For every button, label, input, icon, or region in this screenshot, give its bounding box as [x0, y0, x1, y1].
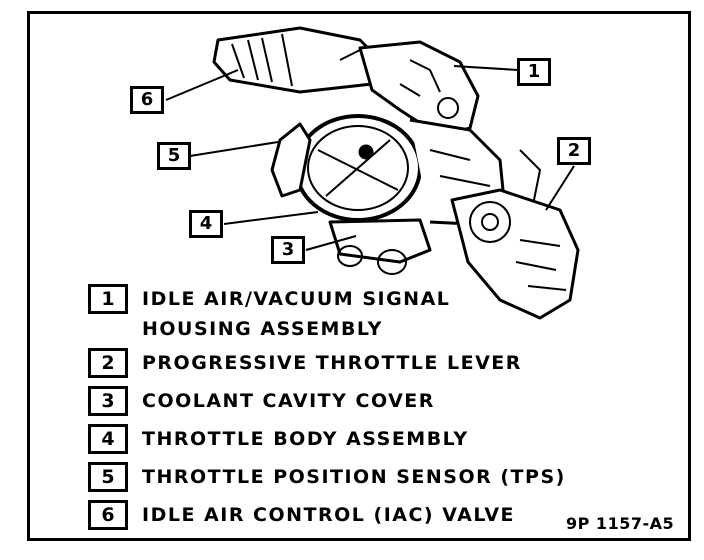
legend-label: IDLE AIR CONTROL (IAC) VALVE: [142, 502, 515, 528]
legend-number: 4: [88, 424, 128, 454]
callout-6: 6: [130, 86, 164, 114]
legend-item: 5 THROTTLE POSITION SENSOR (TPS): [88, 462, 608, 500]
legend-number: 3: [88, 386, 128, 416]
legend-label-line: HOUSING ASSEMBLY: [142, 316, 450, 342]
legend-number: 6: [88, 500, 128, 530]
legend-item: 4 THROTTLE BODY ASSEMBLY: [88, 424, 608, 462]
legend-label: IDLE AIR/VACUUM SIGNAL HOUSING ASSEMBLY: [142, 286, 450, 342]
legend-number: 5: [88, 462, 128, 492]
callout-5: 5: [157, 142, 191, 170]
legend-item: 6 IDLE AIR CONTROL (IAC) VALVE: [88, 500, 608, 538]
legend-item: 3 COOLANT CAVITY COVER: [88, 386, 608, 424]
iac-valve-drawing: [214, 28, 380, 92]
legend-label: COOLANT CAVITY COVER: [142, 388, 435, 414]
legend-number: 2: [88, 348, 128, 378]
legend-label-line: IDLE AIR/VACUUM SIGNAL: [142, 286, 450, 312]
legend-number: 1: [88, 284, 128, 314]
callout-2: 2: [557, 137, 591, 165]
legend-label: THROTTLE BODY ASSEMBLY: [142, 426, 469, 452]
figure-reference: 9P 1157-A5: [566, 514, 674, 533]
callout-4: 4: [189, 210, 223, 238]
legend-item: 1 IDLE AIR/VACUUM SIGNAL HOUSING ASSEMBL…: [88, 284, 608, 348]
callout-1: 1: [517, 58, 551, 86]
legend-label: THROTTLE POSITION SENSOR (TPS): [142, 464, 566, 490]
legend-label: PROGRESSIVE THROTTLE LEVER: [142, 350, 522, 376]
parts-legend: 1 IDLE AIR/VACUUM SIGNAL HOUSING ASSEMBL…: [88, 284, 608, 538]
callout-3: 3: [271, 236, 305, 264]
legend-item: 2 PROGRESSIVE THROTTLE LEVER: [88, 348, 608, 386]
